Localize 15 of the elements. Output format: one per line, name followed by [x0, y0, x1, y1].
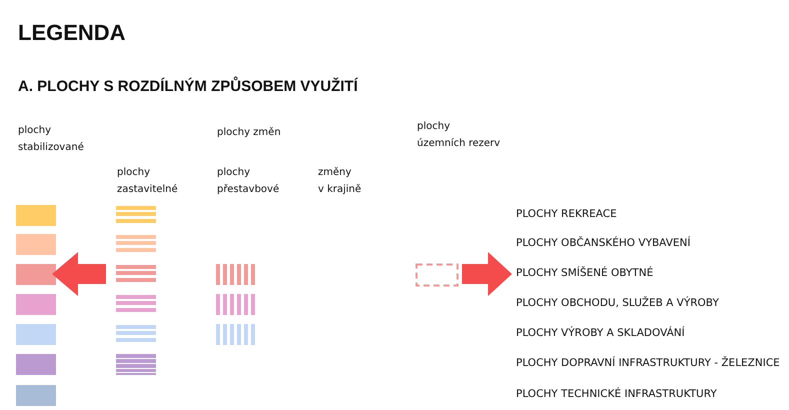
- column-header: plochy stabilizované: [18, 124, 84, 155]
- legend-label: PLOCHY TECHNICKÉ INFRASTRUKTURY: [516, 388, 717, 400]
- legend-label: PLOCHY OBCHODU, SLUŽEB A VÝROBY: [516, 297, 719, 309]
- column-header: změny v krajině: [318, 166, 362, 197]
- legend-label: PLOCHY REKREACE: [516, 208, 617, 220]
- legend-label: PLOCHY VÝROBY A SKLADOVÁNÍ: [516, 327, 685, 339]
- legend-label: PLOCHY DOPRAVNÍ INFRASTRUKTURY - ŽELEZNICE: [516, 357, 780, 369]
- legend-label: PLOCHY OBČANSKÉHO VYBAVENÍ: [516, 237, 690, 249]
- column-header: plochy změn: [217, 126, 281, 140]
- section-heading: A. PLOCHY S ROZDÍLNÝM ZPŮSOBEM VYUŽITÍ: [18, 78, 358, 95]
- column-header: plochy zastavitelné: [117, 166, 178, 197]
- legend-title: LEGENDA: [18, 20, 126, 46]
- column-header: plochy územních rezerv: [417, 120, 500, 151]
- column-header: plochy přestavbové: [217, 166, 280, 197]
- legend-label: PLOCHY SMÍŠENÉ OBYTNÉ: [516, 267, 654, 279]
